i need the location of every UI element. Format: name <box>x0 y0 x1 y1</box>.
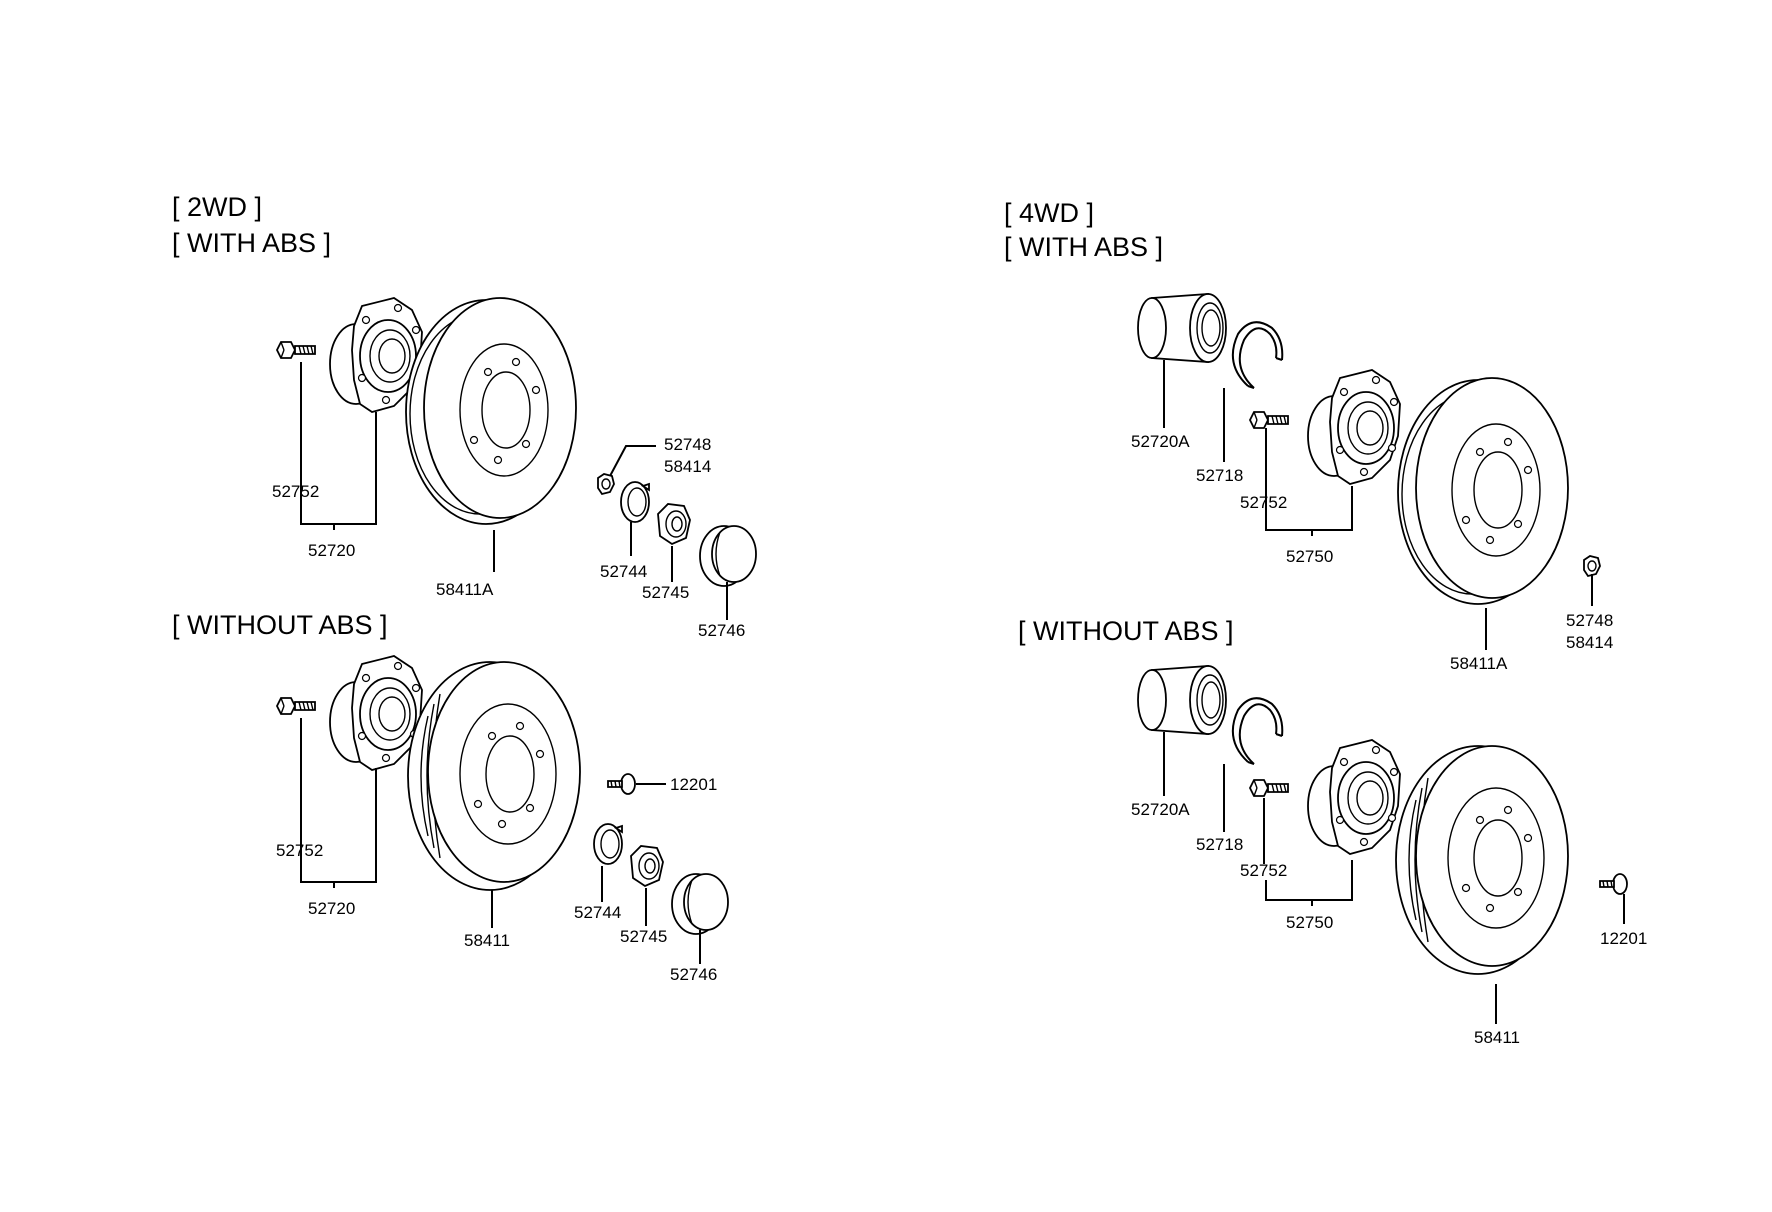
label-58411: 58411 <box>1474 1028 1520 1047</box>
leader-bolt <box>1265 428 1312 531</box>
title-4wd-without-abs: [ WITHOUT ABS ] <box>1018 616 1234 646</box>
label-52750: 52750 <box>1286 547 1333 566</box>
drum-screw-part <box>607 773 636 795</box>
small-nut-part <box>1583 555 1601 577</box>
label-58411a: 58411A <box>1450 654 1508 673</box>
bearing-part <box>1137 665 1227 735</box>
label-52748: 52748 <box>1566 611 1613 630</box>
bearing-part <box>1137 293 1227 363</box>
label-52746: 52746 <box>670 965 717 984</box>
label-52744: 52744 <box>574 903 621 922</box>
label-52744: 52744 <box>600 562 647 581</box>
lock-nut-part <box>630 845 664 887</box>
hub-part <box>329 655 423 771</box>
small-nut-part <box>597 473 615 495</box>
hub-bolt-part <box>276 341 316 359</box>
label-58411: 58411 <box>464 931 510 950</box>
leader-hub <box>333 412 377 530</box>
label-52720a: 52720A <box>1131 432 1190 451</box>
brake-drum-part <box>407 661 581 891</box>
label-52745: 52745 <box>642 583 689 602</box>
label-52720: 52720 <box>308 899 355 918</box>
snap-ring-part <box>1231 321 1284 389</box>
hub-bolt-part <box>1249 411 1289 429</box>
label-58411a: 58411A <box>436 580 494 599</box>
brake-disc-part <box>405 297 577 525</box>
hub-part <box>1307 369 1401 485</box>
hub-cap-part <box>699 525 757 587</box>
washer-part <box>593 823 623 865</box>
section-4wd: [ 4WD ] [ WITH ABS ] 52720A 52718 52752 … <box>1004 198 1647 1047</box>
label-52718: 52718 <box>1196 466 1243 485</box>
snap-ring-part <box>1231 697 1284 765</box>
leader-hub <box>1265 860 1353 906</box>
label-52745: 52745 <box>620 927 667 946</box>
leader-nut <box>609 445 656 477</box>
leader-hub <box>1311 486 1353 536</box>
lock-nut-part <box>657 503 691 545</box>
hub-bolt-part <box>1249 779 1289 797</box>
hub-bolt-part <box>276 697 316 715</box>
hub-part <box>1307 739 1401 855</box>
group-4wd-with-abs: [ WITH ABS ] 52720A 52718 52752 52750 58… <box>1004 232 1613 673</box>
washer-part <box>620 481 650 523</box>
leader-bolt <box>300 718 334 883</box>
label-52718: 52718 <box>1196 835 1243 854</box>
title-4wd-with-abs: [ WITH ABS ] <box>1004 232 1163 262</box>
label-12201: 12201 <box>670 775 717 794</box>
brake-disc-part <box>1397 377 1569 605</box>
label-52720: 52720 <box>308 541 355 560</box>
label-52720a: 52720A <box>1131 800 1190 819</box>
label-52752: 52752 <box>272 482 319 501</box>
title-4wd: [ 4WD ] <box>1004 198 1094 228</box>
section-2wd: [ 2WD ] [ WITH ABS ] 52752 52720 58411A … <box>172 192 757 984</box>
label-12201: 12201 <box>1600 929 1647 948</box>
title-2wd-with-abs: [ WITH ABS ] <box>172 228 331 258</box>
label-52746: 52746 <box>698 621 745 640</box>
label-58414: 58414 <box>1566 633 1613 652</box>
label-52752: 52752 <box>1240 493 1287 512</box>
drum-screw-part <box>1599 873 1628 895</box>
label-52748: 52748 <box>664 435 711 454</box>
hub-cap-part <box>671 873 729 935</box>
group-2wd-with-abs: [ WITH ABS ] 52752 52720 58411A 52748 58… <box>172 228 757 640</box>
brake-drum-part <box>1395 745 1569 975</box>
label-52752: 52752 <box>276 841 323 860</box>
title-2wd-without-abs: [ WITHOUT ABS ] <box>172 610 388 640</box>
leader-bolt <box>300 362 334 525</box>
label-52750: 52750 <box>1286 913 1333 932</box>
title-2wd: [ 2WD ] <box>172 192 262 222</box>
label-58414: 58414 <box>664 457 711 476</box>
label-52752: 52752 <box>1240 861 1287 880</box>
group-4wd-without-abs: [ WITHOUT ABS ] 52720A 52718 52752 52750… <box>1018 616 1647 1047</box>
group-2wd-without-abs: [ WITHOUT ABS ] 52752 52720 58411 12201 … <box>172 610 729 984</box>
leader-hub <box>333 768 377 888</box>
